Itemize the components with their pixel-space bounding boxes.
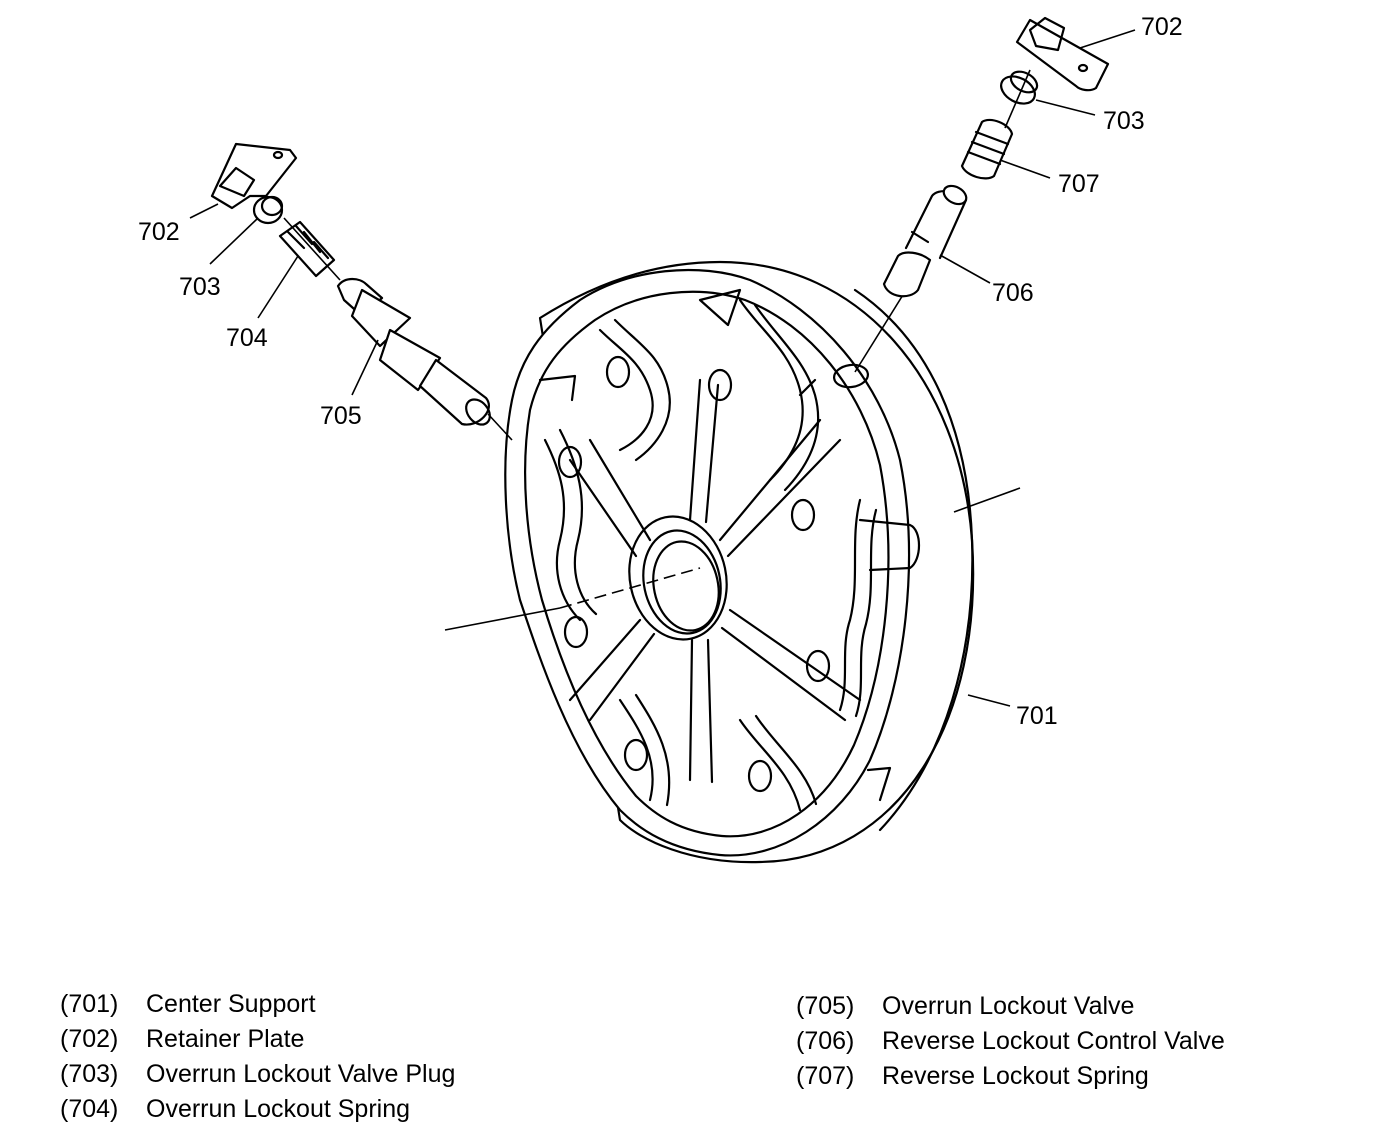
legend-label: Reverse Lockout Spring xyxy=(882,1062,1149,1090)
legend-item: (705) Overrun Lockout Valve xyxy=(796,989,1225,1024)
legend-label: Overrun Lockout Valve Plug xyxy=(146,1060,456,1088)
callout-707: 707 xyxy=(1058,170,1100,198)
legend-number: (707) xyxy=(796,1062,855,1090)
legend-label: Overrun Lockout Spring xyxy=(146,1095,411,1123)
parts-legend-left: (701) Center Support (702) Retainer Plat… xyxy=(60,987,455,1127)
exploded-view-diagram: 701 702 703 707 706 702 703 704 705 xyxy=(138,13,1183,864)
legend-number: (703) xyxy=(60,1060,119,1088)
legend-number: (704) xyxy=(60,1095,119,1123)
callout-705: 705 xyxy=(320,402,362,430)
callout-706: 706 xyxy=(992,279,1034,307)
center-support-drawing xyxy=(444,260,975,864)
legend-label: Overrun Lockout Valve xyxy=(882,992,1135,1020)
reverse-lockout-valve-stack xyxy=(854,16,1110,373)
parts-legend-right: (705) Overrun Lockout Valve (706) Revers… xyxy=(796,989,1225,1094)
callout-702-left: 702 xyxy=(138,218,180,246)
leader-lines xyxy=(189,29,1136,707)
legend-item: (704) Overrun Lockout Spring xyxy=(60,1092,455,1127)
legend-item: (706) Reverse Lockout Control Valve xyxy=(796,1024,1225,1059)
callout-701: 701 xyxy=(1016,702,1058,730)
overrun-lockout-valve-stack xyxy=(210,142,513,441)
legend-number: (701) xyxy=(60,990,119,1018)
legend-label: Center Support xyxy=(146,990,316,1018)
legend-number: (706) xyxy=(796,1027,855,1055)
legend-label: Retainer Plate xyxy=(146,1025,305,1053)
legend-item: (703) Overrun Lockout Valve Plug xyxy=(60,1057,455,1092)
callout-702-right: 702 xyxy=(1141,13,1183,41)
legend-number: (705) xyxy=(796,992,855,1020)
legend-item: (702) Retainer Plate xyxy=(60,1022,455,1057)
callout-704: 704 xyxy=(226,324,268,352)
callout-703-left: 703 xyxy=(179,273,221,301)
legend-label: Reverse Lockout Control Valve xyxy=(882,1027,1225,1055)
legend-item: (707) Reverse Lockout Spring xyxy=(796,1059,1225,1094)
legend-item: (701) Center Support xyxy=(60,987,455,1022)
callout-703-right: 703 xyxy=(1103,107,1145,135)
legend-number: (702) xyxy=(60,1025,119,1053)
